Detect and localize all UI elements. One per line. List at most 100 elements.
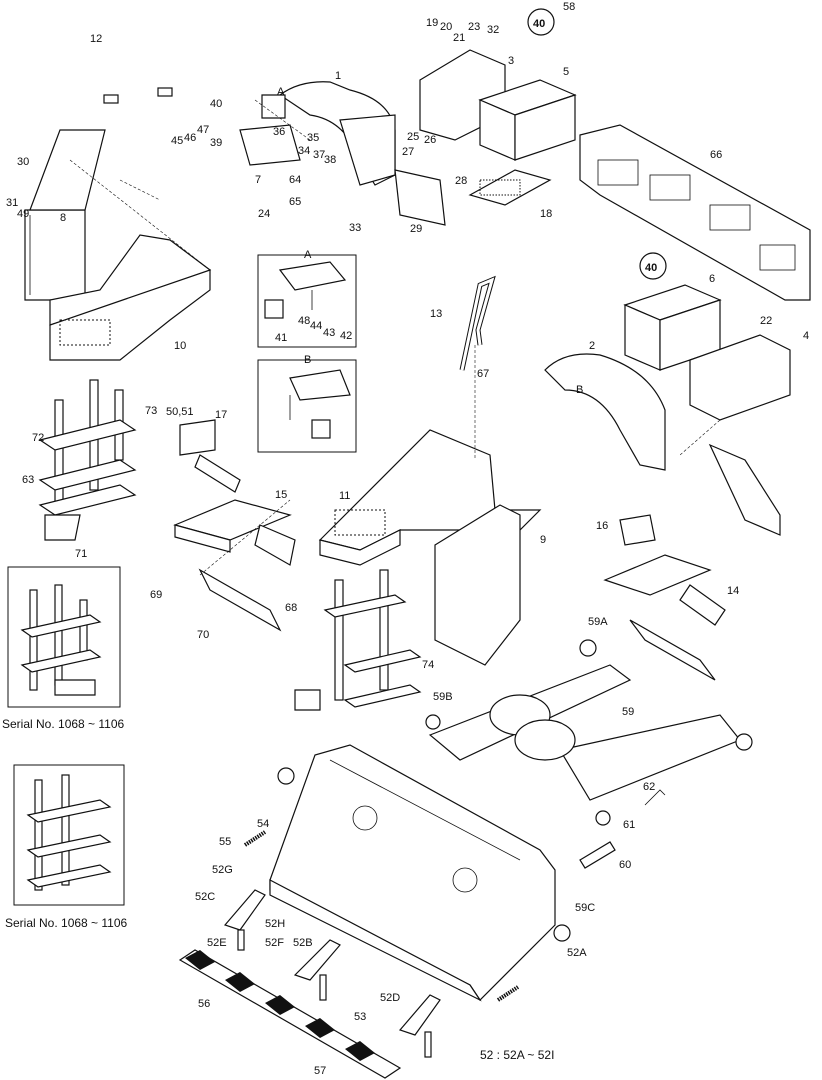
callout-63: 63: [22, 474, 34, 486]
callout-67: 67: [477, 368, 489, 380]
tooth-52B: [293, 939, 341, 1001]
callout-27: 27: [402, 146, 414, 158]
callout-52G: 52G: [212, 864, 233, 876]
lamp-bracket-7: [239, 94, 301, 166]
callout-57: 57: [314, 1065, 326, 1077]
callout-21: 21: [453, 32, 465, 44]
callout-9: 9: [540, 534, 546, 546]
callout-36: 36: [273, 126, 285, 138]
callout-59C: 59C: [575, 902, 595, 914]
tooth-52D: [398, 994, 441, 1058]
callout-20: 20: [440, 21, 452, 33]
mudflap-29-right: [708, 443, 781, 536]
callout-62: 62: [643, 781, 655, 793]
callout-40: 40: [210, 98, 222, 110]
callout-46: 46: [184, 132, 196, 144]
callout-53: 53: [354, 1011, 366, 1023]
serial-note-1: Serial No. 1068 ~ 1106: [2, 717, 125, 731]
inset-a-label: A: [304, 249, 312, 261]
callout-31: 31: [6, 197, 18, 209]
callout-45: 45: [171, 135, 183, 147]
callout-60: 60: [619, 859, 631, 871]
callout-59A: 59A: [588, 616, 608, 628]
link-60: [579, 789, 666, 869]
callout-17: 17: [215, 409, 227, 421]
callout-12: 12: [90, 33, 102, 45]
grate-18: [468, 169, 552, 206]
handrail-12: [103, 19, 173, 106]
badge-text: 40: [533, 18, 545, 30]
bucket-52: [269, 744, 556, 1002]
assembly-lines: [69, 99, 721, 576]
battery-box-5: [478, 79, 577, 161]
callout-52H: 52H: [265, 918, 285, 930]
plate-9: [434, 504, 521, 666]
callout-38: 38: [324, 154, 336, 166]
callout-8: 8: [60, 212, 66, 224]
callout-50-51: 50,51: [166, 406, 194, 418]
callout-52F: 52F: [265, 937, 284, 949]
callout-71: 71: [75, 548, 87, 560]
callout-52C: 52C: [195, 891, 215, 903]
callout-52A: 52A: [567, 947, 587, 959]
callout-10: 10: [174, 340, 186, 352]
callout-39: 39: [210, 137, 222, 149]
callout-43: 43: [323, 327, 335, 339]
tooth-52C: [223, 889, 266, 951]
callout-33: 33: [349, 222, 361, 234]
callout-35: 35: [307, 132, 319, 144]
callout-30: 30: [17, 156, 29, 168]
callout-52B: 52B: [293, 937, 313, 949]
inset-A: A: [257, 249, 357, 348]
callout-19: 19: [426, 17, 438, 29]
badge-58-mid: 40: [639, 252, 667, 280]
ladder-74: [294, 569, 422, 711]
step-14: [603, 554, 726, 681]
callout-32: 32: [487, 24, 499, 36]
callout-68: 68: [285, 602, 297, 614]
callout-74: 74: [422, 659, 434, 671]
callout-2: 2: [589, 340, 595, 352]
toolbox-6: [623, 284, 722, 371]
fender-1: [278, 81, 396, 186]
serial-note-2: Serial No. 1068 ~ 1106: [5, 916, 128, 930]
callout-29: 29: [410, 223, 422, 235]
step-panel-8: [24, 129, 106, 301]
callout-56: 56: [198, 998, 210, 1010]
callout-65: 65: [289, 196, 301, 208]
mudflap-29: [394, 169, 446, 226]
badge-58-top: 40: [527, 8, 555, 36]
callout-labels: 1 2 3 4 5 6 7 8 9 10 11 12 13 14 15 16 1…: [6, 1, 809, 1077]
hazard-strip: [178, 949, 402, 1079]
callout-6: 6: [709, 273, 715, 285]
badge-text: 40: [645, 262, 657, 274]
lift-arm-59: [277, 639, 753, 942]
spring-54: [243, 830, 520, 1002]
callout-73: 73: [145, 405, 157, 417]
callout-59B: 59B: [433, 691, 453, 703]
callout-16: 16: [596, 520, 608, 532]
callout-58: 58: [563, 1, 575, 13]
inset-ladder-74: [13, 764, 125, 906]
callout-52E: 52E: [207, 937, 227, 949]
inset-ladder-73: [7, 566, 121, 708]
callout-A: A: [277, 86, 285, 98]
ladder-73: [38, 379, 137, 541]
callout-4: 4: [803, 330, 809, 342]
fender-2: [544, 353, 666, 471]
callout-23: 23: [468, 21, 480, 33]
range-note: 52 : 52A ~ 52I: [480, 1048, 554, 1062]
callout-64: 64: [289, 174, 301, 186]
callout-59: 59: [622, 706, 634, 718]
step-lamp-17: [179, 419, 241, 493]
callout-18: 18: [540, 208, 552, 220]
lamp-16: [619, 514, 656, 546]
callout-49: 49: [17, 208, 29, 220]
callout-70: 70: [197, 629, 209, 641]
callout-25: 25: [407, 131, 419, 143]
callout-26: 26: [424, 134, 436, 146]
callout-34: 34: [298, 145, 310, 157]
callout-41: 41: [275, 332, 287, 344]
inset-b-label: B: [304, 354, 311, 366]
callout-14: 14: [727, 585, 739, 597]
